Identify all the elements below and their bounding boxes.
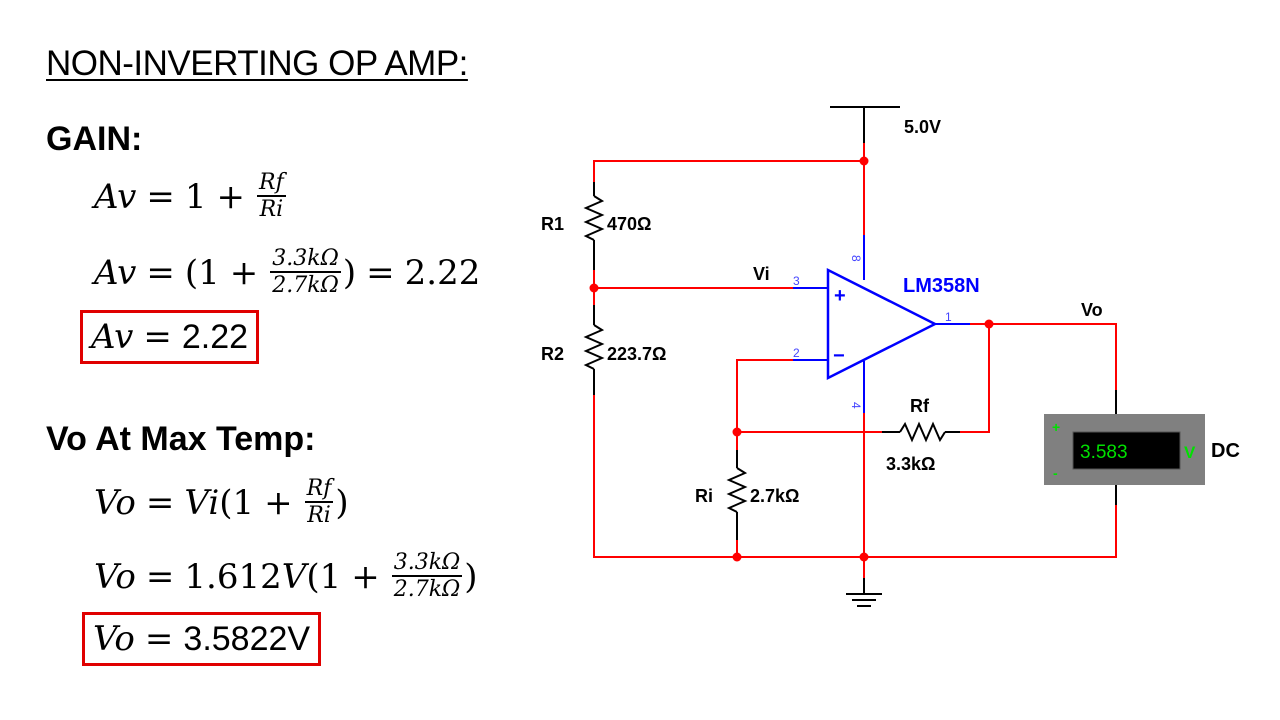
r1-value: 470Ω <box>607 214 651 234</box>
supply-label: 5.0V <box>904 117 941 137</box>
eq-result: 2.22 <box>404 253 481 293</box>
voltmeter-display <box>1072 431 1181 470</box>
wire-out <box>970 323 1117 390</box>
gain-result-box: Av = 2.22 <box>80 310 260 364</box>
junction-dot <box>732 552 742 562</box>
voltmeter-reading: 3.583 <box>1080 442 1128 463</box>
pin-4-label: 4 <box>849 402 863 409</box>
denominator: 2.7kΩ <box>272 273 339 299</box>
eq-term: (1 <box>219 483 255 523</box>
pin-2-label: 2 <box>793 346 800 360</box>
ri-name: Ri <box>695 486 713 506</box>
numerator: Rf <box>304 477 334 504</box>
pin-3-label: 3 <box>793 274 800 288</box>
eq-sign: = <box>146 177 175 217</box>
eq-lhs: Av <box>94 253 137 293</box>
wire-inv <box>736 359 793 432</box>
eq-sign: = <box>145 483 175 523</box>
eq-lhs: Vo <box>93 619 135 659</box>
slide-title: NON-INVERTING OP AMP: <box>46 44 468 83</box>
eq-term: Vi <box>184 483 220 523</box>
eq-unit: V <box>281 557 307 597</box>
rf-name: Rf <box>910 396 930 416</box>
eq-plus: + <box>351 557 380 597</box>
r2-resistor <box>583 324 605 370</box>
junction-dot <box>589 283 599 293</box>
rf-value: 3.3kΩ <box>886 454 935 474</box>
eq-lhs: Vo <box>94 557 136 597</box>
numerator: 3.3kΩ <box>391 551 463 578</box>
eq-term: 1 <box>184 177 207 217</box>
eq-paren: ) <box>342 253 357 293</box>
eq-term: (1 <box>306 557 342 597</box>
minus-sign: − <box>833 345 845 367</box>
denominator: 2.7kΩ <box>393 577 461 603</box>
junction-dot <box>984 319 994 329</box>
r1-resistor <box>583 195 605 241</box>
eq-result: 2.22 <box>181 317 249 356</box>
denominator: Ri <box>259 197 284 223</box>
junction-dot <box>732 427 742 437</box>
eq-paren: ) <box>464 557 478 597</box>
eq-lhs: Av <box>91 317 134 357</box>
ri-resistor <box>726 467 748 513</box>
voltmeter-mode: DC <box>1211 440 1240 462</box>
r1-name: R1 <box>541 214 564 234</box>
voltmeter-minus: - <box>1053 465 1058 481</box>
eq-lhs: Vo <box>94 483 136 523</box>
eq-plus: + <box>216 177 246 217</box>
vo-label: Vo <box>1081 300 1103 320</box>
eq-plus: + <box>264 483 293 523</box>
vo-heading: Vo At Max Temp: <box>46 420 316 458</box>
opamp-triangle <box>826 267 938 381</box>
gain-heading: GAIN: <box>46 120 143 158</box>
r2-name: R2 <box>541 344 564 364</box>
rf-resistor <box>899 421 946 443</box>
pin-1-label: 1 <box>945 310 952 324</box>
junction-dot <box>859 156 869 166</box>
eq-paren: ) <box>335 483 349 523</box>
pin-8-label: 8 <box>849 255 863 262</box>
plus-sign: + <box>834 285 846 307</box>
eq-plus: + <box>229 253 259 293</box>
denominator: Ri <box>307 503 331 529</box>
opamp-part-label: LM358N <box>903 275 980 297</box>
numerator: Rf <box>257 171 286 198</box>
eq-term: 1.612 <box>184 557 282 597</box>
eq-sign: = <box>146 253 175 293</box>
wire-ground-rail <box>593 395 1117 558</box>
eq-sign: = <box>145 557 175 597</box>
vi-label: Vi <box>753 264 770 284</box>
ri-value: 2.7kΩ <box>750 486 799 506</box>
numerator: 3.3kΩ <box>270 247 341 274</box>
voltmeter-unit: V <box>1184 443 1196 462</box>
eq-sign: = <box>143 317 172 357</box>
eq-lhs: Av <box>94 177 137 217</box>
vo-result-box: Vo = 3.5822V <box>82 612 322 666</box>
wire-top <box>593 143 865 182</box>
eq-term: (1 <box>184 253 220 293</box>
voltmeter-plus: + <box>1052 419 1060 435</box>
eq-result: 3.5822V <box>183 619 311 658</box>
eq-sign: = <box>144 619 174 659</box>
junction-dot <box>859 552 869 562</box>
r2-value: 223.7Ω <box>607 344 666 364</box>
wire-feedback <box>960 324 990 433</box>
eq-sign: = <box>366 253 395 293</box>
